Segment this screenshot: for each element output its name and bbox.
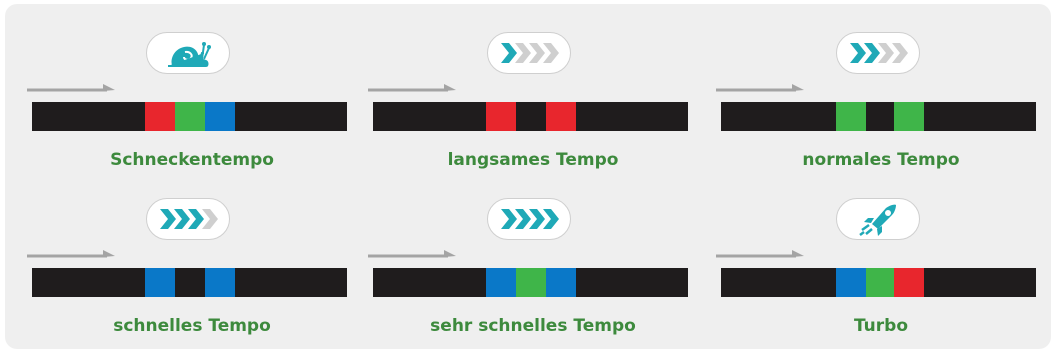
code-blue [205,102,235,131]
code-blue [546,268,576,297]
color-code-bar [32,268,347,297]
code-red [546,102,576,131]
speed-icon-pill [487,32,571,74]
code-green [866,268,894,297]
code-red [894,268,924,297]
code-blue [836,268,866,297]
code-red [486,102,516,131]
code-green [836,102,866,131]
code-red [145,102,175,131]
rocket-icon [859,204,896,236]
snail-icon [168,42,211,67]
speed-label: schnelles Tempo [113,316,271,336]
color-code-bar [721,102,1036,131]
speed-icon-pill [146,198,230,240]
color-code-bar [721,268,1036,297]
color-code-bar [373,268,688,297]
code-green [175,102,205,131]
speed-label: normales Tempo [802,150,960,170]
color-code-bar [373,102,688,131]
direction-arrow [716,84,804,92]
speed-very-fast: sehr schnelles Tempo [368,198,698,348]
direction-arrow [716,250,804,258]
speed-turbo: Turbo [716,198,1046,348]
speed-fast: schnelles Tempo [27,198,357,348]
speed-icon-pill [146,32,230,74]
code-blue [145,268,175,297]
speed-codes-panel: Schneckentempo langsames Tempo [5,4,1051,349]
chevrons-1of4-icon [501,43,559,63]
chevrons-3of4-icon [160,209,218,229]
speed-icon-pill [836,32,920,74]
speed-icon-pill [836,198,920,240]
speed-label: sehr schnelles Tempo [430,316,636,336]
color-code-bar [32,102,347,131]
speed-snail: Schneckentempo [27,32,357,182]
speed-label: langsames Tempo [447,150,619,170]
direction-arrow [368,250,456,258]
direction-arrow [27,84,115,92]
speed-icon-pill [487,198,571,240]
code-green [516,268,546,297]
chevrons-4of4-icon [501,209,559,229]
chevrons-2of4-icon [850,43,908,63]
code-blue [486,268,516,297]
direction-arrow [368,84,456,92]
direction-arrow [27,250,115,258]
speed-label: Turbo [853,316,909,336]
code-green [894,102,924,131]
speed-slow: langsames Tempo [368,32,698,182]
speed-normal: normales Tempo [716,32,1046,182]
speed-label: Schneckentempo [110,150,274,170]
code-blue [205,268,235,297]
